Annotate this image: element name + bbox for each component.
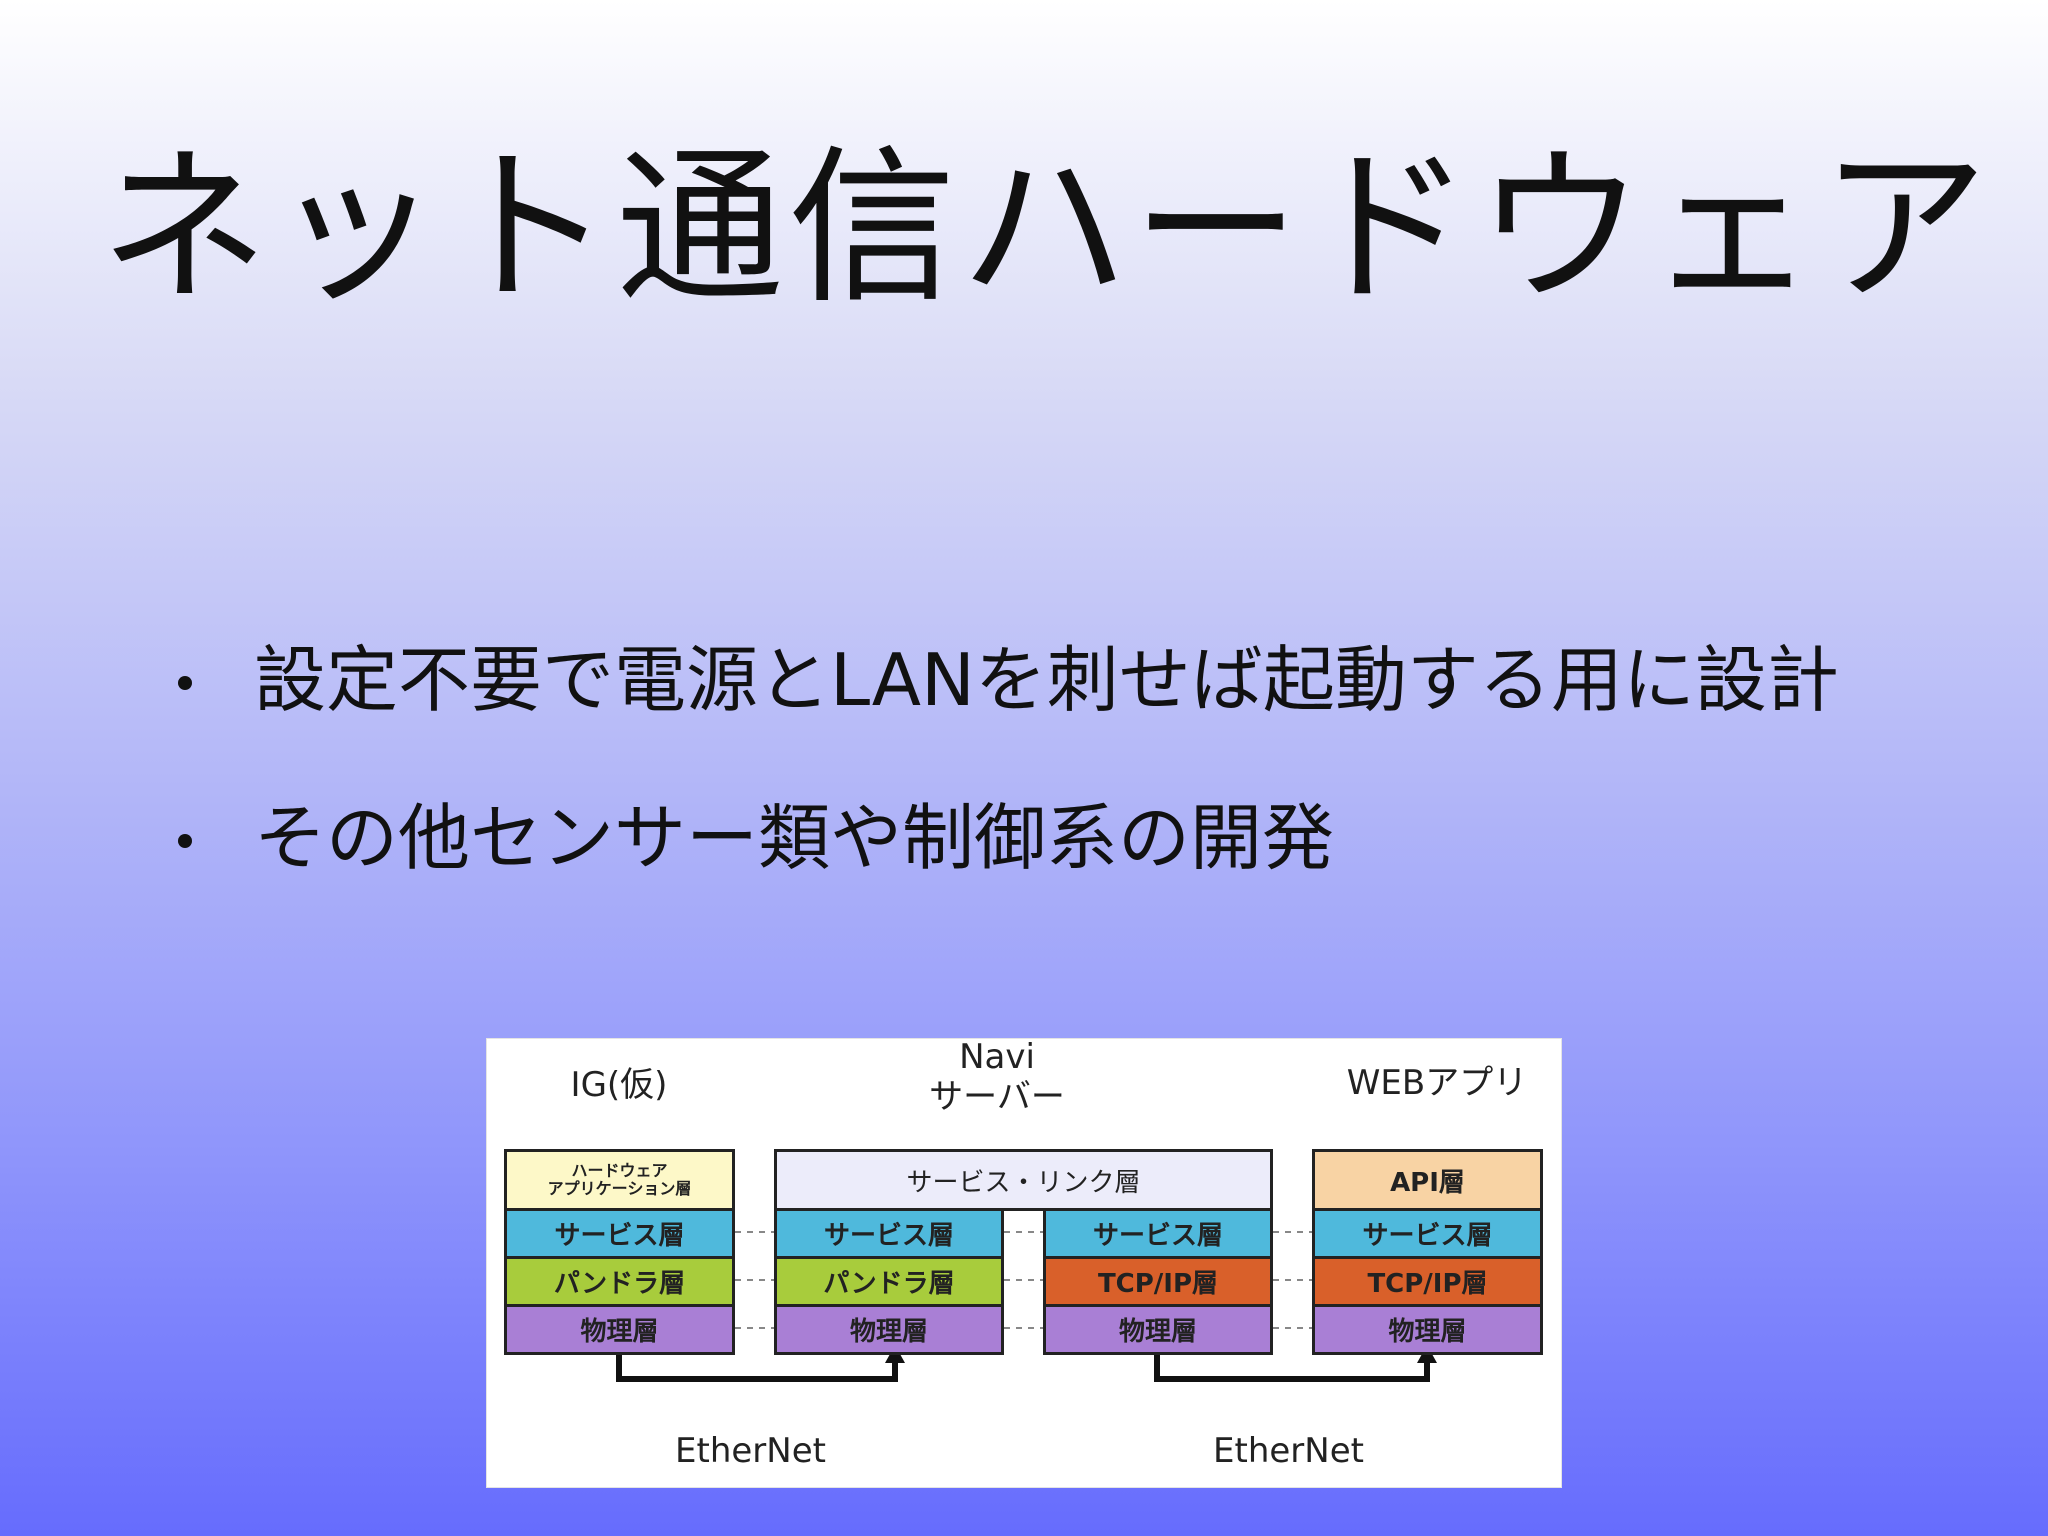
node-label-ig: IG(仮) [570,1065,668,1105]
layer-physical: 物理層 [1312,1304,1543,1355]
layer-pandora: パンドラ層 [504,1256,735,1307]
node-label-navi-line1: Navi [959,1037,1035,1077]
bullet-item: 設定不要で電源とLANを刺せば起動する用に設計 [178,640,1839,720]
layer-physical: 物理層 [774,1304,1004,1355]
layer-service: サービス層 [774,1208,1004,1259]
network-stack-diagram: IG(仮) Navi サーバー WEBアプリ ハードウェアアプリケーション層 サ… [486,1037,1562,1488]
layer-physical: 物理層 [504,1304,735,1355]
layer-service-link: サービス・リンク層 [774,1149,1273,1211]
layer-tcpip: TCP/IP層 [1312,1256,1543,1307]
bullet-text: 設定不要で電源とLANを刺せば起動する用に設計 [254,638,1839,722]
layer-service: サービス層 [504,1208,735,1259]
layer-tcpip: TCP/IP層 [1043,1256,1273,1307]
layer-physical: 物理層 [1043,1304,1273,1355]
ethernet-link-line [616,1351,898,1382]
ethernet-link-line [1154,1351,1430,1382]
layer-api: API層 [1312,1149,1543,1211]
node-label-navi-line2: サーバー [929,1077,1065,1117]
slide-title: ネット通信ハードウェア [100,130,1992,326]
layer-pandora: パンドラ層 [774,1256,1004,1307]
bullet-dot [178,834,192,848]
layer-service: サービス層 [1312,1208,1543,1259]
ethernet-label: EtherNet [1213,1431,1364,1471]
layer-service: サービス層 [1043,1208,1273,1259]
bullet-dot [178,676,192,690]
bullet-text: その他センサー類や制御系の開発 [254,796,1335,880]
bullet-item: その他センサー類や制御系の開発 [178,798,1839,878]
layer-hardware-application: ハードウェアアプリケーション層 [504,1149,735,1211]
ethernet-label: EtherNet [675,1431,826,1471]
bullet-list: 設定不要で電源とLANを刺せば起動する用に設計 その他センサー類や制御系の開発 [178,640,1839,956]
node-label-webapp: WEBアプリ [1346,1063,1528,1103]
